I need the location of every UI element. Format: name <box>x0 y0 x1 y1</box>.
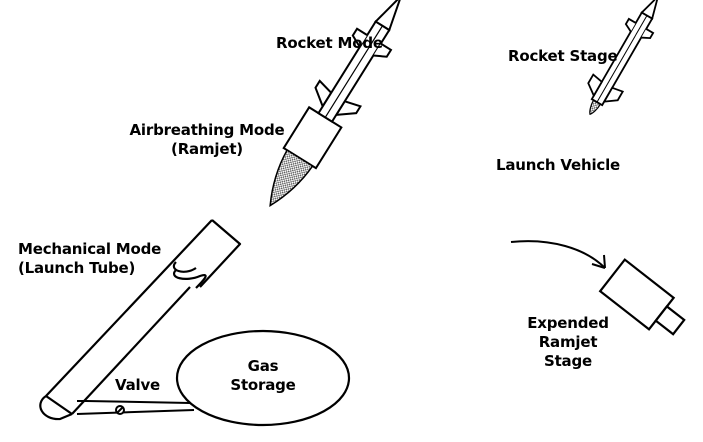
gas-storage-label: Gas Storage <box>220 357 306 395</box>
rocket-stage-icon <box>587 0 660 115</box>
expended-line3: Stage <box>543 352 592 370</box>
rocket-stage-label: Rocket Stage <box>508 47 618 65</box>
ramjet-exhaust-plume <box>269 149 314 208</box>
gas-storage-line1: Gas <box>247 357 279 375</box>
gas-supply-line <box>76 400 195 415</box>
mechanical-mode-line2: (Launch Tube) <box>18 259 136 277</box>
mechanical-mode-line1: Mechanical Mode <box>18 240 162 258</box>
valve-label: Valve <box>115 376 161 394</box>
gas-storage-line2: Storage <box>230 376 296 394</box>
mechanical-mode-label: Mechanical Mode (Launch Tube) <box>18 240 161 278</box>
airbreathing-mode-line2: (Ramjet) <box>171 140 243 158</box>
rocket-mode-label: Rocket Mode <box>276 34 383 52</box>
airbreathing-mode-label: Airbreathing Mode (Ramjet) <box>120 121 294 159</box>
expended-line2: Ramjet <box>538 333 598 351</box>
expended-ramjet-stage <box>598 258 686 336</box>
gas-storage-tank <box>175 329 351 427</box>
launch-tube <box>39 219 242 421</box>
rocket-vehicle <box>269 0 402 208</box>
expended-line1: Expended <box>527 314 609 332</box>
separation-arrow <box>510 240 606 269</box>
airbreathing-mode-line1: Airbreathing Mode <box>129 121 285 139</box>
expended-ramjet-stage-label: Expended Ramjet Stage <box>520 314 616 371</box>
launch-vehicle-label: Launch Vehicle <box>496 156 621 174</box>
